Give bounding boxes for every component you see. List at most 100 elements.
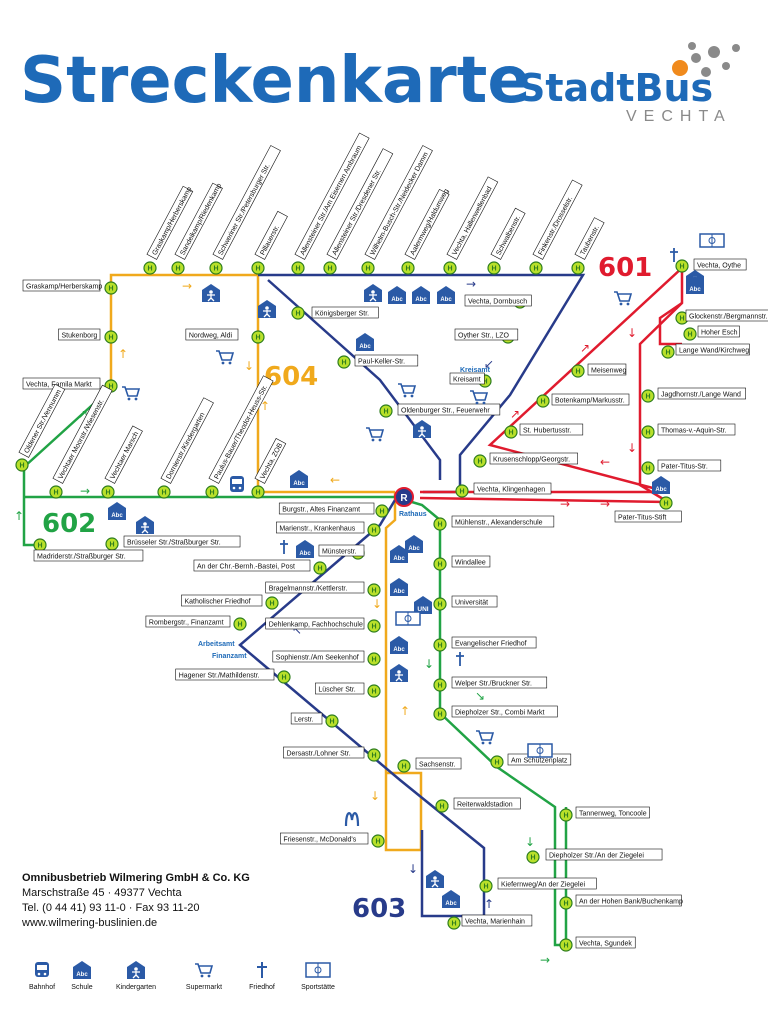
bus-stop-icon[interactable] <box>277 670 291 684</box>
stop-label-hoher-esch[interactable]: Hoher Esch <box>697 325 740 338</box>
bus-stop-icon[interactable] <box>205 485 219 499</box>
bus-stop-icon[interactable] <box>367 652 381 666</box>
stop-label-vechta-klingenhagen[interactable]: Vechta, Klingenhagen <box>473 482 552 495</box>
bus-stop-icon[interactable] <box>233 617 247 631</box>
bus-stop-icon[interactable] <box>375 504 389 518</box>
bus-stop-icon[interactable] <box>251 485 265 499</box>
stop-label-evangelischer-friedhof[interactable]: Evangelischer Friedhof <box>451 636 537 649</box>
bus-stop-icon[interactable] <box>367 523 381 537</box>
stop-label-br-sseler-str-stra-burger-str[interactable]: Brüsseler Str./Straßburger Str. <box>123 535 241 548</box>
company-web[interactable]: www.wilmering-buslinien.de <box>22 917 158 929</box>
bus-stop-icon[interactable] <box>367 748 381 762</box>
bus-stop-icon[interactable] <box>559 896 573 910</box>
bus-stop-icon[interactable] <box>157 485 171 499</box>
stop-label-dersastr-lohner-str[interactable]: Dersastr./Lohner Str. <box>283 746 365 759</box>
bus-stop-icon[interactable] <box>325 714 339 728</box>
stop-label-jagdhornstr-lange-wand[interactable]: Jagdhornstr./Lange Wand <box>657 387 746 400</box>
bus-stop-icon[interactable] <box>473 454 487 468</box>
bus-stop-icon[interactable] <box>641 461 655 475</box>
bus-stop-icon[interactable] <box>15 458 29 472</box>
stop-label-l-scher-str[interactable]: Lüscher Str. <box>315 682 365 695</box>
bus-stop-icon[interactable] <box>251 261 265 275</box>
stop-label-diepholzer-str-an-der-ziegelei[interactable]: Diepholzer Str./An der Ziegelei <box>545 848 663 861</box>
stop-label-madriderstr-stra-burger-str[interactable]: Madriderstr./Straßburger Str. <box>33 549 144 562</box>
stop-label-vechta-dornbusch[interactable]: Vechta, Dornbusch <box>464 294 532 307</box>
bus-stop-icon[interactable] <box>104 281 118 295</box>
bus-stop-icon[interactable] <box>265 596 279 610</box>
bus-stop-icon[interactable] <box>101 485 115 499</box>
stop-label-windallee[interactable]: Windallee <box>451 555 491 568</box>
bus-stop-icon[interactable] <box>504 425 518 439</box>
bus-stop-icon[interactable] <box>104 330 118 344</box>
stop-label-sachsenstr[interactable]: Sachsenstr. <box>415 757 462 770</box>
bus-stop-icon[interactable] <box>105 537 119 551</box>
bus-stop-icon[interactable] <box>433 557 447 571</box>
stop-label-bragelmannstr-kettlerstr[interactable]: Bragelmannstr./Kettlerstr. <box>265 581 365 594</box>
stop-label-burgstr-altes-finanzamt[interactable]: Burgstr., Altes Finanzamt <box>278 502 375 515</box>
bus-stop-icon[interactable] <box>433 678 447 692</box>
stop-label-tannenweg-toncoole[interactable]: Tannenweg, Toncoole <box>575 806 650 819</box>
stop-label-botenkamp-markusstr[interactable]: Botenkamp/Markusstr. <box>551 393 630 406</box>
stop-label-vechta-oythe[interactable]: Vechta, Oythe <box>693 258 747 271</box>
bus-stop-icon[interactable] <box>143 261 157 275</box>
stop-label-vechta-marienhain[interactable]: Vechta, Marienhain <box>461 914 533 927</box>
bus-stop-icon[interactable] <box>487 261 501 275</box>
bus-stop-icon[interactable] <box>397 759 411 773</box>
stop-label-vechta-hallenwellenbad[interactable]: Vechta, Hallenwellenbad <box>446 176 499 260</box>
bus-stop-icon[interactable] <box>367 684 381 698</box>
bus-stop-icon[interactable] <box>209 261 223 275</box>
stop-label-kiefernweg-an-der-ziegelei[interactable]: Kiefernweg/An der Ziegelei <box>497 877 597 890</box>
stop-label-dehlenkamp-fachhochschule[interactable]: Dehlenkamp, Fachhochschule <box>265 617 365 630</box>
bus-stop-icon[interactable] <box>661 345 675 359</box>
stop-label-glockenstr-bergmannstr[interactable]: Glockenstr./Bergmannstr. <box>685 309 768 322</box>
bus-stop-icon[interactable] <box>641 425 655 439</box>
stop-label-m-nsterstr[interactable]: Münsterstr. <box>318 544 365 557</box>
rathaus-hub[interactable]: R Rathaus <box>394 487 427 518</box>
stop-label-pillauerstr[interactable]: Pillauerstr. <box>254 210 288 260</box>
stop-label-friesenstr-mcdonald-s[interactable]: Friesenstr., McDonald's <box>280 832 369 845</box>
bus-stop-icon[interactable] <box>291 261 305 275</box>
bus-stop-icon[interactable] <box>171 261 185 275</box>
bus-stop-icon[interactable] <box>367 619 381 633</box>
stop-label-nordweg-aldi[interactable]: Nordweg, Aldi <box>185 328 239 341</box>
bus-stop-icon[interactable] <box>371 834 385 848</box>
stop-label-rombergstr-finanzamt[interactable]: Rombergstr., Finanzamt <box>145 615 231 628</box>
stop-label-oldenburger-str-feuerwehr[interactable]: Oldenburger Str., Feuerwehr <box>397 403 501 416</box>
bus-stop-icon[interactable] <box>675 259 689 273</box>
stop-label-reiterwaldstadion[interactable]: Reiterwaldstadion <box>453 797 521 810</box>
stop-label-marienstr-krankenhaus[interactable]: Marienstr., Krankenhaus <box>276 521 365 534</box>
stop-label-paul-keller-str[interactable]: Paul-Keller-Str. <box>354 354 419 367</box>
stop-label-oyther-str-lzo[interactable]: Oyther Str., LZO <box>454 328 519 341</box>
stop-label-k-nigsberger-str[interactable]: Königsberger Str. <box>311 306 379 319</box>
stop-label-sophienstr-am-seekenhof[interactable]: Sophienstr./Am Seekenhof <box>272 650 365 663</box>
stop-label-vechta-sgundek[interactable]: Vechta, Sgundek <box>575 936 636 949</box>
bus-stop-icon[interactable] <box>526 850 540 864</box>
stop-label-graskamp-herberskamp[interactable]: Graskamp/Herberskamp <box>22 279 102 292</box>
stop-label-krusenschlopp-georgstr[interactable]: Krusenschlopp/Georgstr. <box>489 452 578 465</box>
bus-stop-icon[interactable] <box>641 389 655 403</box>
bus-stop-icon[interactable] <box>49 485 63 499</box>
bus-stop-icon[interactable] <box>536 394 550 408</box>
stop-label-aalermweg-haldumweg[interactable]: Aalermweg/Haldumweg <box>404 186 451 260</box>
bus-stop-icon[interactable] <box>559 808 573 822</box>
bus-stop-icon[interactable] <box>659 496 673 510</box>
stop-label-hagener-str-mathildenstr[interactable]: Hagener Str./Mathildenstr. <box>175 668 275 681</box>
bus-stop-icon[interactable] <box>490 755 504 769</box>
bus-stop-icon[interactable] <box>337 355 351 369</box>
stop-label-st-hubertusstr[interactable]: St. Hubertusstr. <box>519 423 584 436</box>
bus-stop-icon[interactable] <box>479 879 493 893</box>
stop-label-meisenweg[interactable]: Meisenweg <box>587 363 627 376</box>
bus-stop-icon[interactable] <box>323 261 337 275</box>
bus-stop-icon[interactable] <box>379 404 393 418</box>
bus-stop-icon[interactable] <box>291 306 305 320</box>
bus-stop-icon[interactable] <box>251 330 265 344</box>
stop-label-vechtaer-marsch[interactable]: Vechtaer Marsch <box>104 425 143 484</box>
stop-label-diepholzer-str-combi-markt[interactable]: Diepholzer Str., Combi Markt <box>451 705 558 718</box>
stop-label-finkenstr-drosselstr[interactable]: Finkenstr./Drosselstr. <box>532 179 583 260</box>
bus-stop-icon[interactable] <box>313 561 327 575</box>
bus-stop-icon[interactable] <box>433 638 447 652</box>
stop-label-oldener-str-vennumm[interactable]: Oldener Str./Vennumm <box>18 383 66 458</box>
bus-stop-icon[interactable] <box>455 484 469 498</box>
stop-label-dornierstr-kindergarten[interactable]: Dornierstr./Kindergarten <box>160 397 214 484</box>
stop-label-katholischer-friedhof[interactable]: Katholischer Friedhof <box>181 594 263 607</box>
